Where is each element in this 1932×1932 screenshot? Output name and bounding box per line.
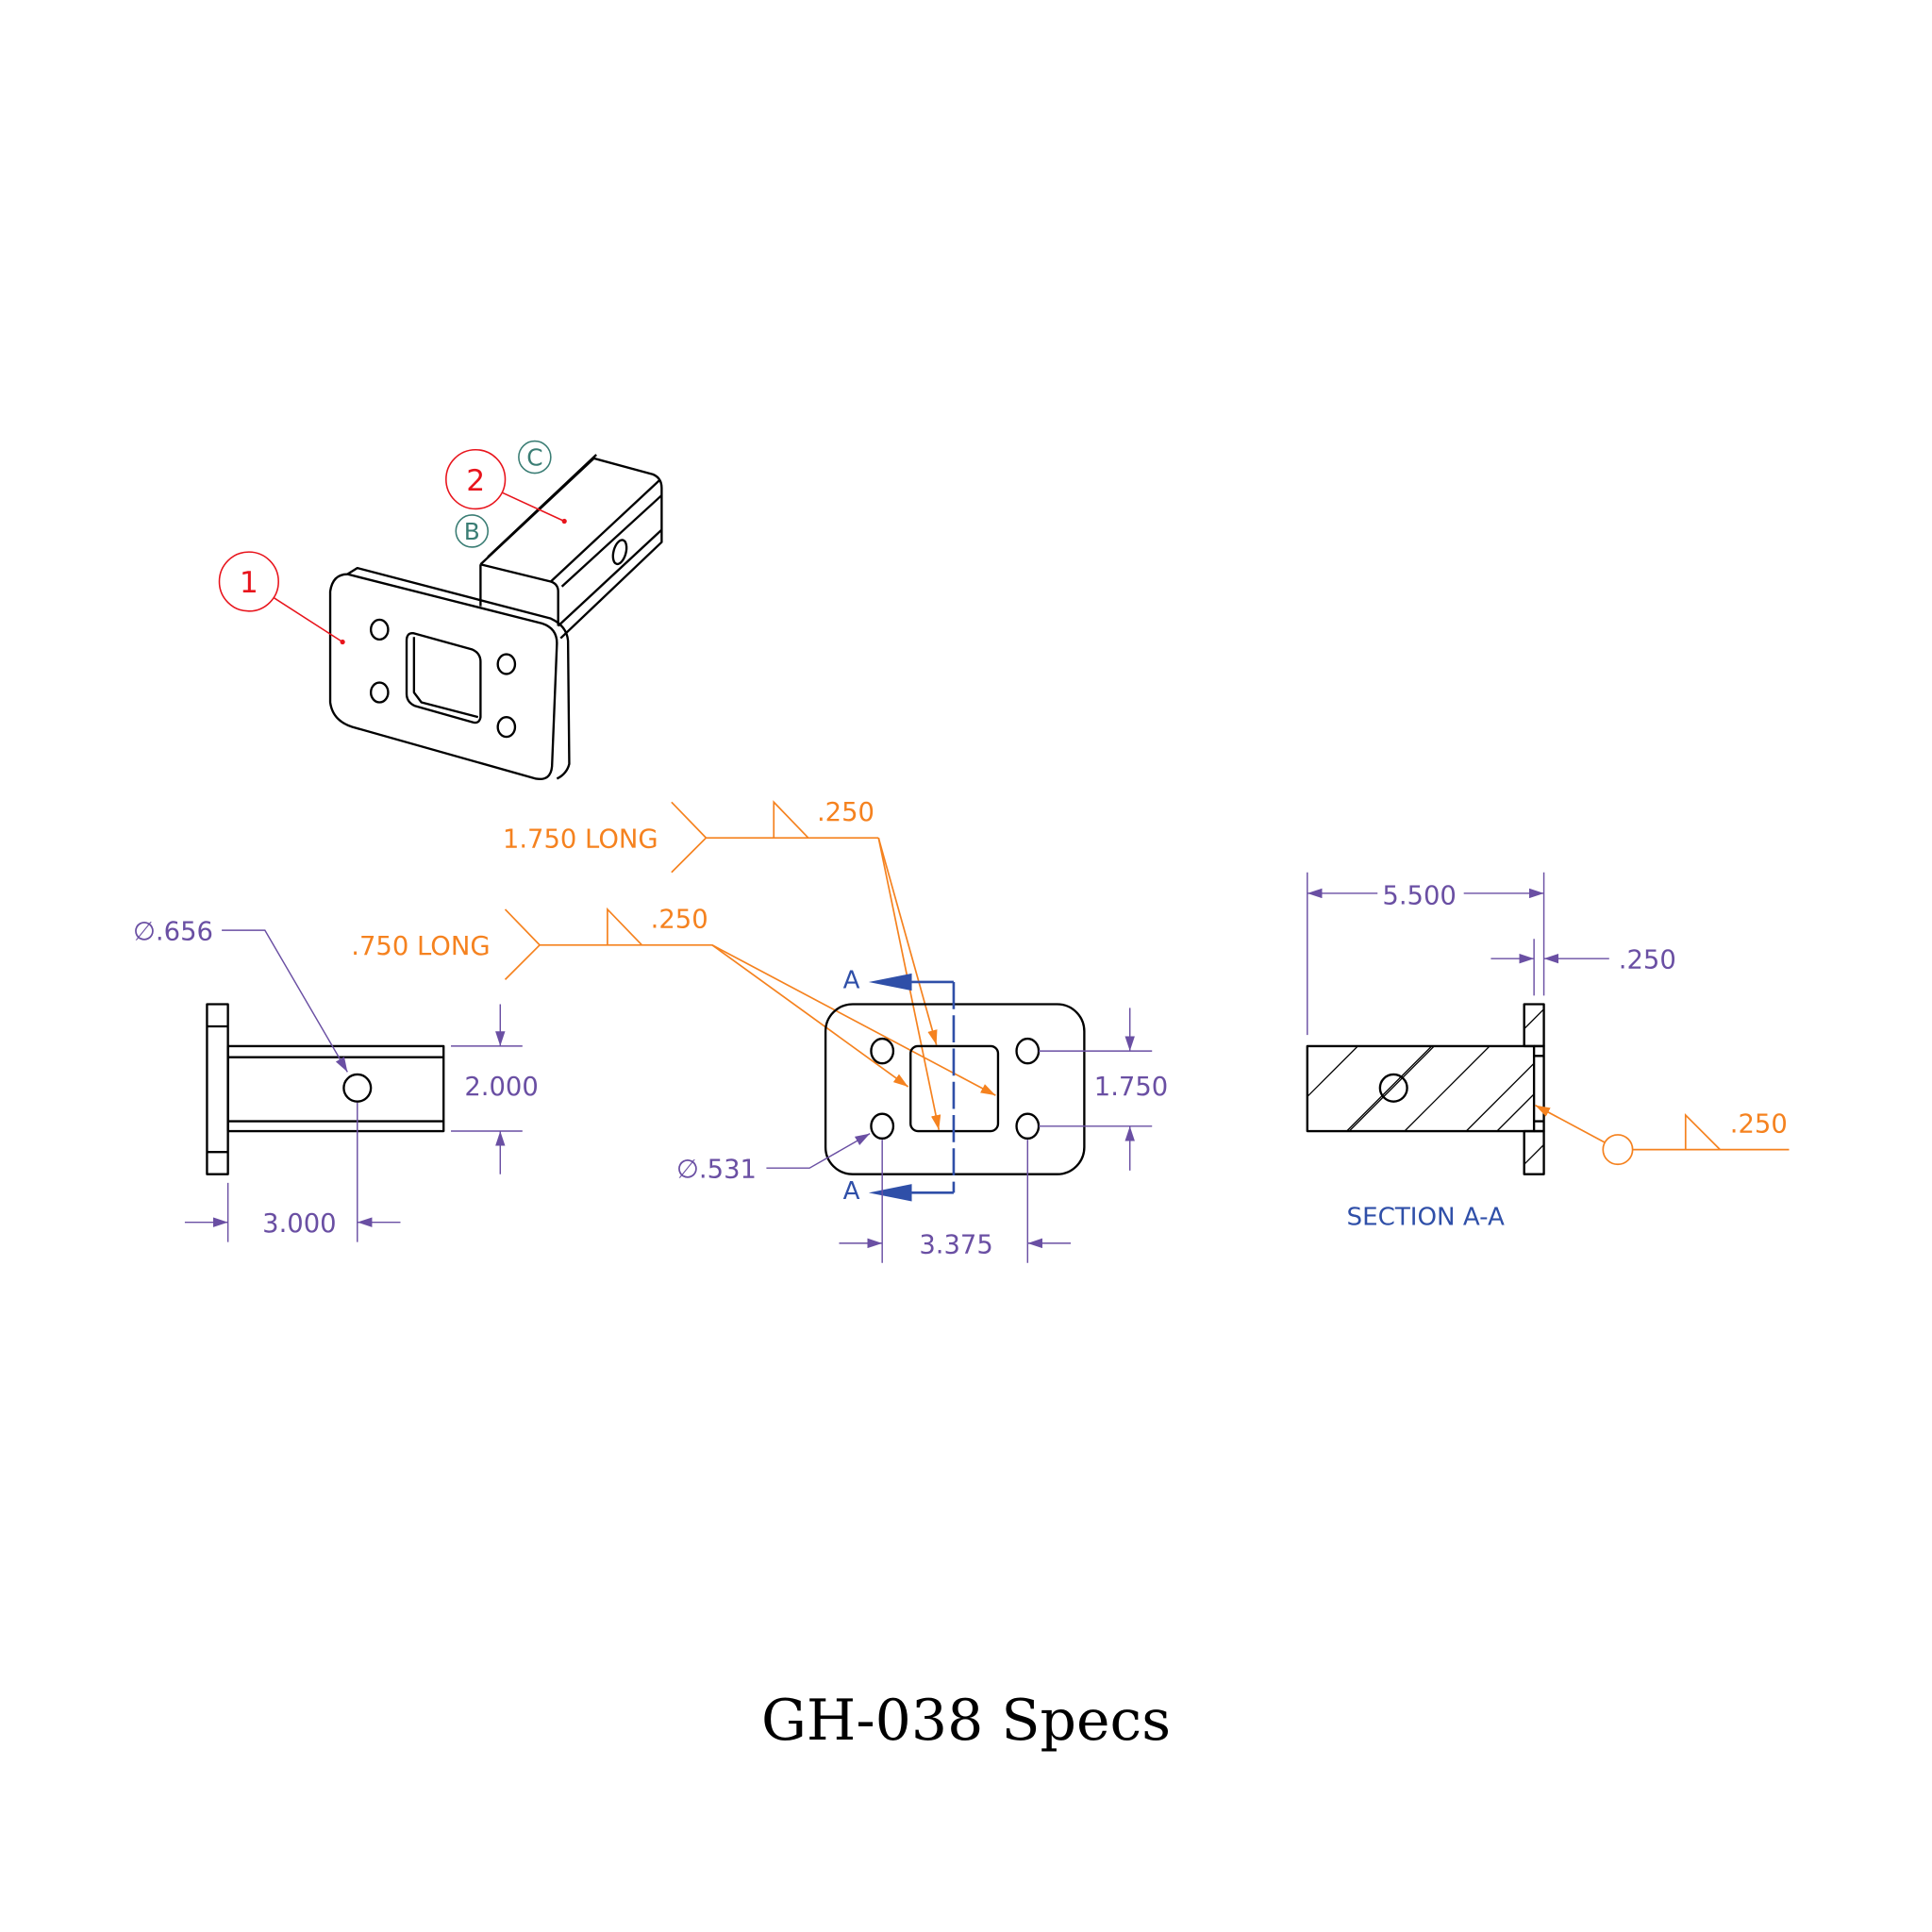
side-view: 2.000 3.000 ∅.656 [133,918,539,1242]
page-title: GH-038 Specs [761,1688,1171,1754]
svg-text:.250: .250 [651,906,708,935]
dim-hole-position: 3.000 [262,1209,336,1239]
balloon-2: 2 [445,448,567,525]
section-title: SECTION A-A [1347,1203,1505,1231]
svg-text:.250: .250 [817,798,874,827]
weld-symbol-all-around: .250 [1535,1104,1790,1166]
svg-text:1.750 LONG: 1.750 LONG [503,825,658,855]
dim-horizontal-spacing: 3.375 [919,1230,992,1259]
svg-text:.750 LONG: .750 LONG [351,932,490,961]
svg-text:B: B [464,518,480,545]
dim-height: 2.000 [464,1073,538,1102]
dim-vertical-spacing: 1.750 [1094,1073,1168,1102]
dim-length: 5.500 [1382,882,1456,911]
section-label-top: A [843,967,860,995]
datum-b: B [455,514,490,548]
datum-c: C [518,440,552,475]
dim-hole-dia-656: ∅.656 [133,918,213,947]
isometric-view [328,454,663,781]
balloon-1: 1 [218,551,345,645]
section-view: 5.500 .250 SECTION A-A [1306,872,1676,1231]
dim-flange: .250 [1619,946,1676,975]
weld-symbol-1750: 1.750 LONG .250 [503,798,941,1130]
svg-text:2: 2 [466,464,485,498]
svg-text:1: 1 [240,566,258,600]
dim-hole-dia-531: ∅.531 [676,1156,757,1185]
svg-text:C: C [526,444,542,472]
front-view: A A ∅.531 1.750 3.375 [676,967,1168,1263]
weld-symbol-750: .750 LONG .250 [351,906,996,1096]
svg-text:.250: .250 [1730,1109,1788,1139]
section-label-bottom: A [843,1177,860,1206]
